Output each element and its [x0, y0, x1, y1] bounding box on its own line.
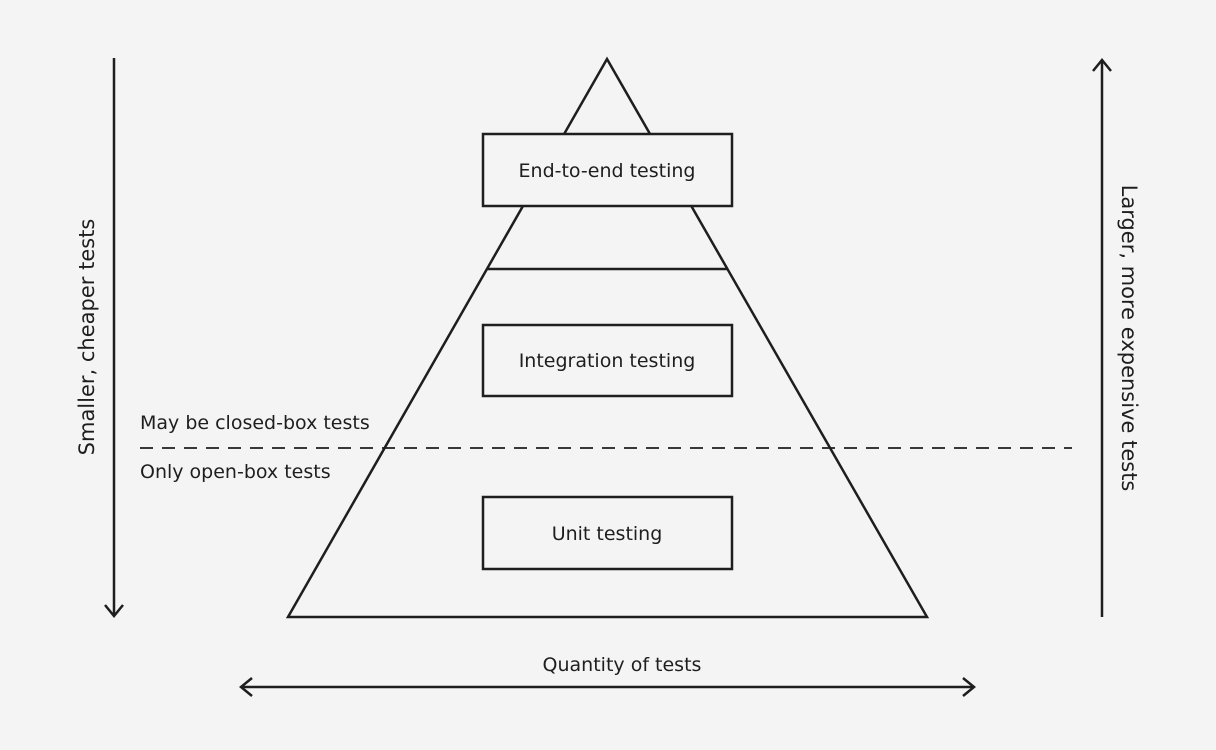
- left-down-arrow: [104, 58, 124, 618]
- unit-testing-box: Unit testing: [481, 495, 734, 571]
- quantity-double-arrow: [239, 677, 976, 697]
- end-to-end-testing-box: End-to-end testing: [481, 132, 734, 208]
- quantity-of-tests-label: Quantity of tests: [543, 654, 702, 676]
- open-box-tests-label: Only open-box tests: [140, 461, 331, 483]
- right-up-arrow: [1092, 58, 1112, 617]
- larger-more-expensive-tests-label: Larger, more expensive tests: [1117, 185, 1141, 492]
- integration-testing-label: Integration testing: [519, 350, 696, 372]
- pyramid-outline: [285, 56, 930, 619]
- unit-testing-label: Unit testing: [552, 523, 663, 545]
- integration-testing-box: Integration testing: [481, 323, 734, 398]
- end-to-end-testing-label: End-to-end testing: [519, 160, 696, 182]
- closed-box-tests-label: May be closed-box tests: [140, 412, 370, 434]
- smaller-cheaper-tests-label: Smaller, cheaper tests: [75, 219, 99, 456]
